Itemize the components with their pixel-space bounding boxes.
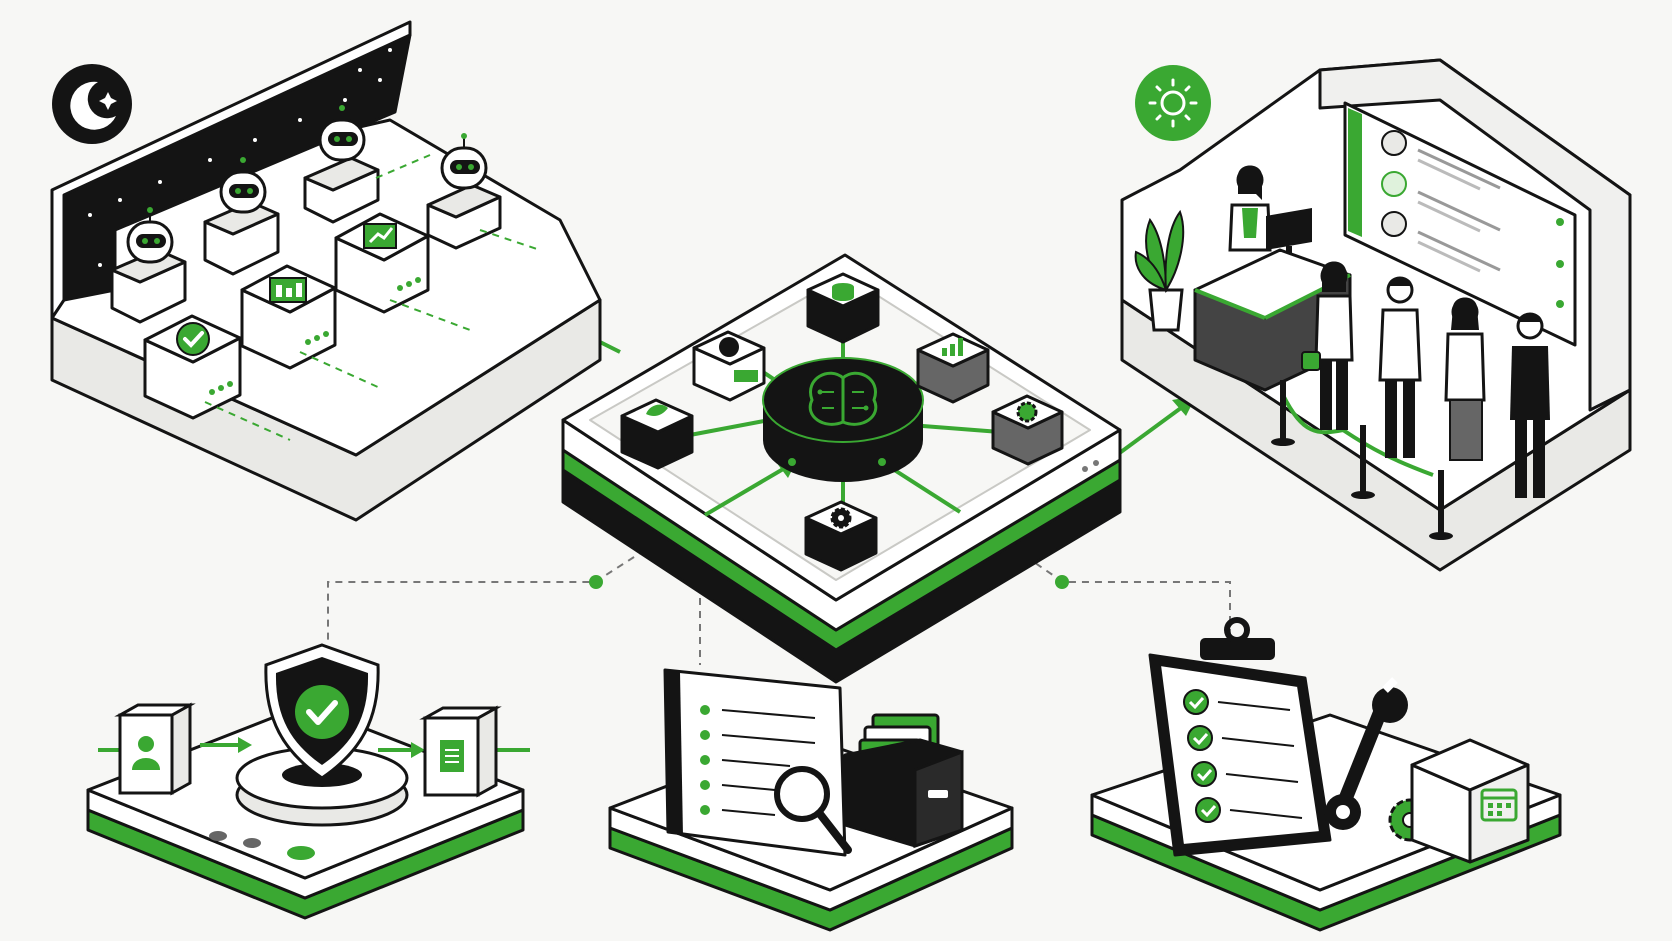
shield-check-icon [235,643,409,827]
task-box [240,264,337,370]
records-archive-platform [608,668,1014,932]
list-item [1381,171,1564,268]
settings-gear-icon [1016,401,1038,423]
task-box [334,212,430,314]
status-dots [209,831,315,860]
checklist-item [1187,725,1295,751]
avatar [1381,130,1407,156]
bag-icon [1301,351,1321,371]
connector-node [1055,575,1069,589]
module-cube [916,332,990,404]
person-in-queue [1510,312,1550,498]
security-verification-platform [86,643,530,920]
robot-workstation [426,133,502,250]
document-list-icon [663,668,847,857]
chart-icon [269,277,307,303]
person-in-queue [1378,276,1422,458]
database-icon [832,283,854,301]
avatar [1381,171,1407,197]
document-cube [419,705,502,798]
robot-icon [440,133,488,190]
module-cube [806,272,880,344]
wrench-icon [1325,677,1408,830]
list-item [1381,211,1564,308]
brain-circuit-icon [762,357,924,482]
connector-hub-to-security [327,549,646,640]
connector-hub-to-desk [1108,403,1187,462]
connector-hub-to-checklist [1024,555,1231,635]
person-in-queue [1444,297,1486,461]
robot-icon [318,105,366,162]
moon-icon [52,64,132,144]
user-cube [114,702,196,796]
module-cube [991,394,1064,466]
robot-workstation [110,207,187,324]
clipboard-checklist-icon [1148,617,1332,857]
queue-barrier [1271,380,1453,540]
checklist-item [1195,797,1303,823]
module-cube [692,330,766,402]
checklist-item [1191,761,1299,787]
robot-workstation [303,105,380,224]
connector-node [589,575,603,589]
chat-icon [719,337,739,357]
list-item [1381,130,1564,226]
document-icon [440,740,464,772]
central-hub-platform [561,253,1122,684]
plant-icon [1134,209,1185,332]
avatar [1381,211,1407,237]
robot-workstation [203,157,280,276]
checklist-item [1183,689,1291,715]
receptionist [1228,165,1272,252]
calendar-cube [1410,738,1530,864]
leaf-icon [646,404,668,416]
overnight-automation-room [50,20,602,522]
magnifier-icon [774,766,852,854]
module-cube [620,398,694,470]
bar-chart-icon [942,338,963,356]
queue-display-board [1343,101,1577,347]
module-cube [804,500,878,572]
maintenance-checklist-platform [1090,617,1562,932]
check-icon [176,322,210,356]
user-icon [132,736,160,770]
robot-icon [219,157,267,214]
sun-icon [1135,65,1211,141]
arrowhead-icon [411,742,425,758]
bar-chart-icon [363,223,397,249]
calendar-icon [1480,788,1518,822]
front-desk-room [1120,58,1632,572]
file-box-icon [843,713,964,849]
task-box [143,314,242,420]
arrowhead-icon [238,737,252,753]
robot-icon [126,207,174,264]
person-in-queue [1301,261,1354,430]
